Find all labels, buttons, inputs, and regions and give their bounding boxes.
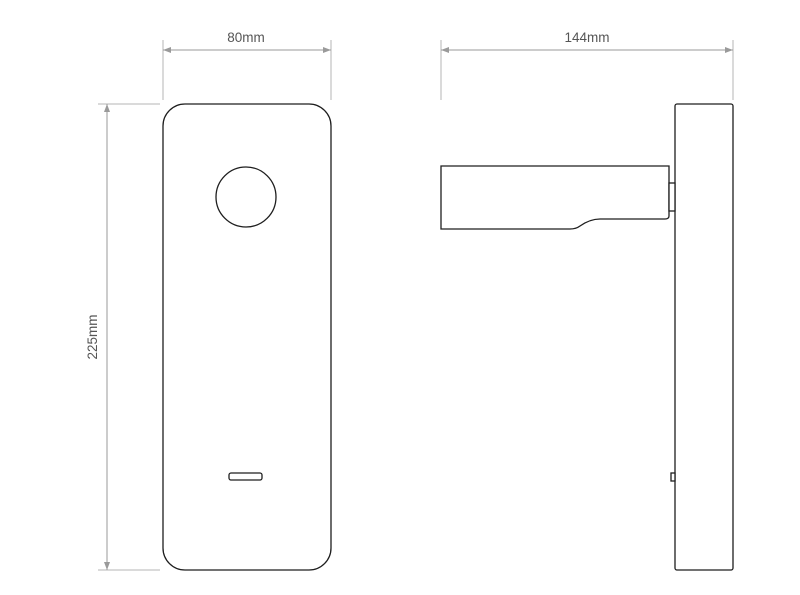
- side-lamp-arm: [440, 165, 670, 230]
- front-width-label: 80mm: [227, 30, 265, 45]
- front-switch-slot: [228, 472, 263, 481]
- height-dimension: 225mm: [85, 103, 160, 571]
- side-backplate: [674, 103, 734, 571]
- side-arm-joint: [668, 182, 676, 212]
- front-width-dimension: 80mm: [162, 30, 332, 100]
- front-view: [162, 103, 332, 571]
- side-bottom-notch: [670, 472, 676, 482]
- front-lamp-head: [215, 166, 277, 228]
- height-label: 225mm: [85, 314, 100, 359]
- side-depth-dimension: 144mm: [440, 30, 734, 100]
- side-view: [440, 103, 734, 571]
- front-backplate: [162, 103, 332, 571]
- side-depth-label: 144mm: [564, 30, 609, 45]
